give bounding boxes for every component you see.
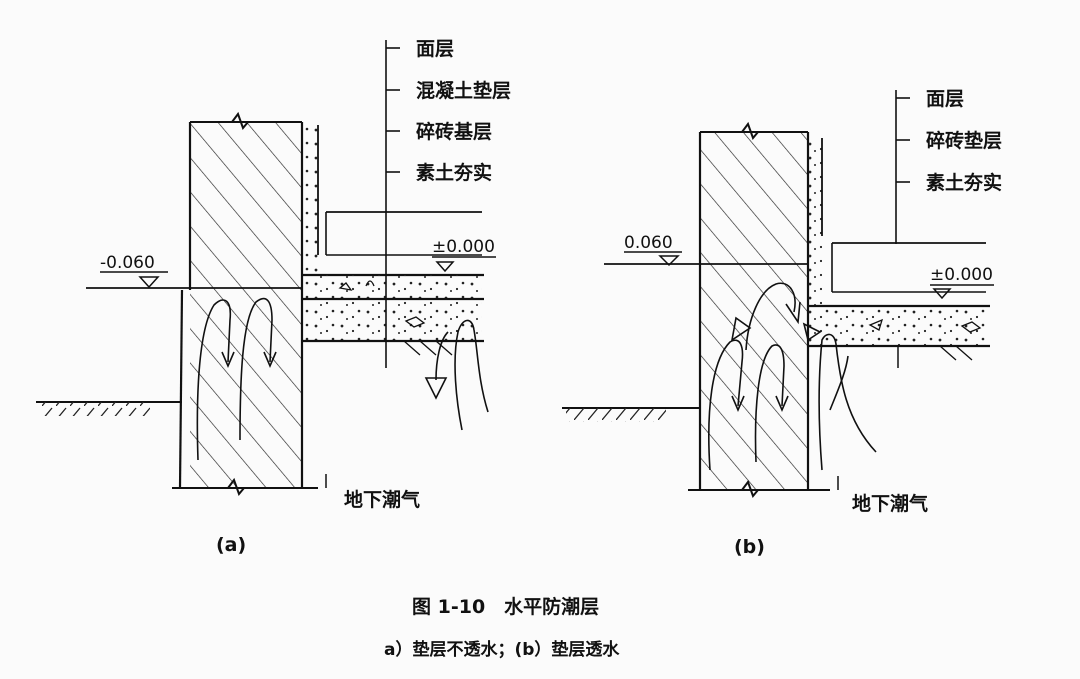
moisture-arrows-a	[196, 297, 277, 461]
panel-label-b: (b)	[734, 536, 765, 558]
moisture-label-a: 地下潮气	[344, 488, 420, 511]
level-a-right: ±0.000	[432, 237, 495, 257]
moisture-label-b: 地下潮气	[852, 492, 928, 515]
layer-label-a-2: 混凝土垫层	[416, 79, 511, 102]
caption-title: 图 1-10 水平防潮层	[412, 595, 599, 618]
layer-label-a-3: 碎砖基层	[416, 120, 492, 143]
layer-label-b-3: 素土夯实	[926, 171, 1002, 194]
wall-a	[172, 111, 318, 496]
level-marker-a-left	[138, 276, 160, 289]
level-a-left: -0.060	[100, 253, 155, 273]
moisture-arrows-b	[708, 282, 801, 471]
floor-layers-b	[808, 242, 990, 368]
level-marker-a-right	[435, 261, 455, 273]
level-marker-b-right	[932, 288, 952, 300]
ground-a	[36, 401, 182, 416]
level-marker-b-left	[658, 255, 680, 267]
ground-b	[562, 407, 700, 422]
layer-label-b-1: 面层	[926, 88, 964, 110]
diagram-b: 0.060 ±0.000 面层 碎砖垫层 素土夯实	[562, 88, 1002, 558]
layer-label-a-1: 面层	[416, 38, 454, 60]
layer-leaders-a	[385, 40, 400, 368]
level-b-left: 0.060	[624, 233, 673, 253]
plaster-a	[302, 125, 318, 275]
moisture-plume-b	[802, 322, 877, 471]
diagram-a: -0.060 ±0.000 面层 混凝土垫层 碎砖基层 素土夯实	[36, 38, 511, 556]
caption-subtitle: a）垫层不透水；(b）垫层透水	[384, 639, 620, 660]
layer-label-b-2: 碎砖垫层	[926, 129, 1002, 152]
plaster-b	[808, 138, 822, 306]
layer-leaders-b	[895, 90, 910, 244]
panel-label-a: (a)	[216, 534, 246, 556]
level-b-right: ±0.000	[930, 265, 993, 285]
layer-label-a-4: 素土夯实	[416, 161, 492, 184]
floor-layers-a	[302, 211, 484, 356]
moisture-plume-a	[424, 319, 489, 431]
